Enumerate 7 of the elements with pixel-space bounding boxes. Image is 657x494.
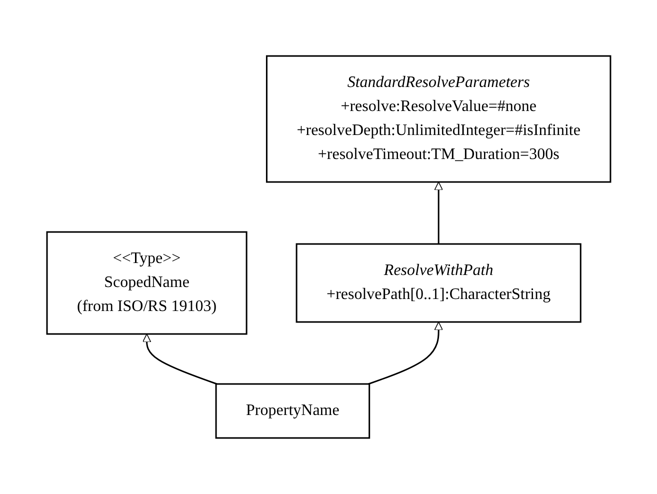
node-box: PropertyName: [215, 383, 370, 439]
node-box: <<Type>> ScopedName (from ISO/RS 19103): [46, 231, 248, 335]
arrow: [368, 322, 443, 385]
arrow: [142, 334, 217, 385]
arrow: [434, 182, 443, 244]
node-box: StandardResolveParameters +resolve:ResolveValue=#none +resolveDepth:UnlimitedInteger=#isInfinite +resolveTimeout:TM_Duration=300s: [266, 55, 611, 183]
node-box: ResolveWithPath +resolvePath[0..1]:CharacterString: [296, 243, 582, 323]
